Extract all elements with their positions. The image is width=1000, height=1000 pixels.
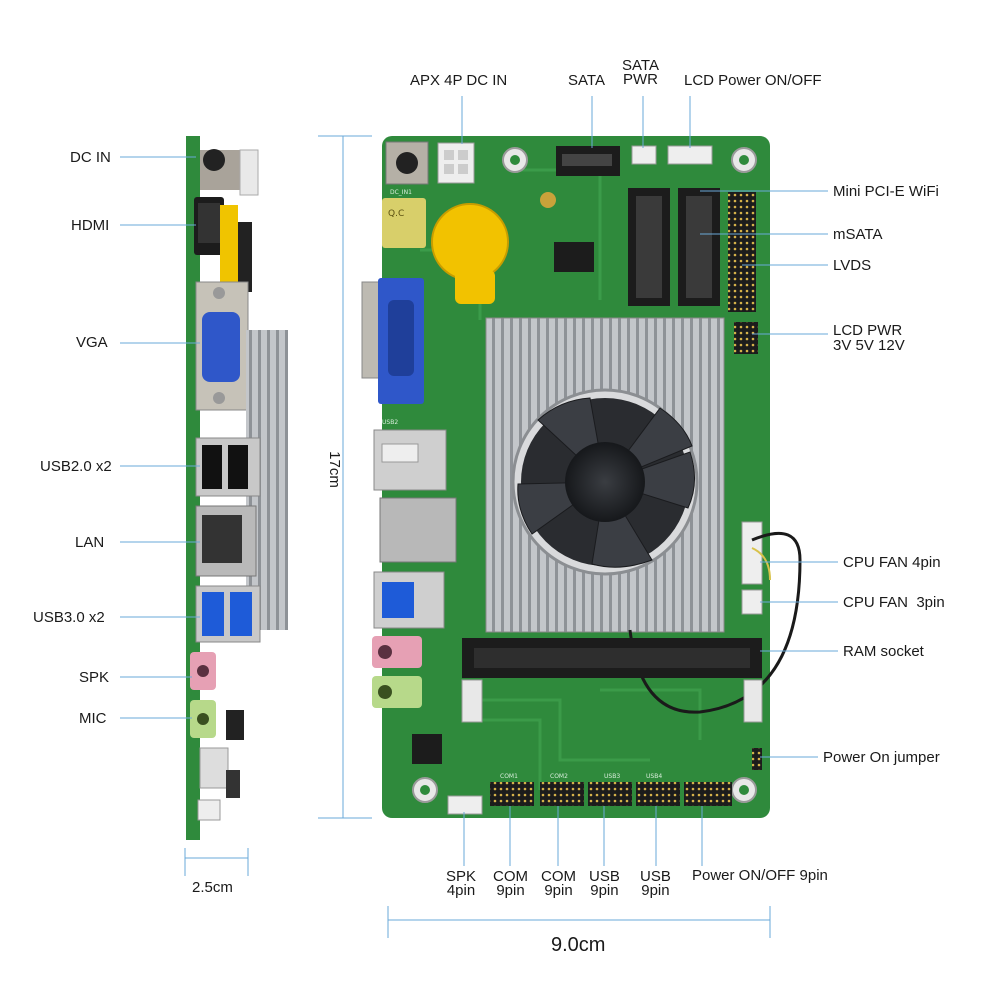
label-msata: mSATA [833, 226, 883, 243]
side-view-board [186, 136, 288, 840]
label-usb2: USB2.0 x2 [40, 458, 112, 475]
label-com1-line1: COM [493, 868, 528, 885]
thickness-dimension [184, 848, 249, 876]
label-usb-9pin-1: USB 9pin [589, 868, 620, 899]
board-top-view [361, 136, 802, 818]
label-hdmi: HDMI [71, 217, 110, 234]
silk-usb4: USB4 [646, 773, 662, 780]
label-usb-9pin-1-line2: 9pin [590, 882, 619, 899]
label-cpu-fan3: CPU FAN 3pin [843, 594, 945, 611]
label-dc-in: DC IN [70, 149, 111, 166]
label-cpu-fan4: CPU FAN 4pin [843, 554, 941, 571]
label-lvds: LVDS [833, 257, 872, 274]
label-power-jumper: Power On jumper [823, 749, 940, 766]
silk-com2: COM2 [550, 773, 568, 780]
label-usb-9pin-2-line2: 9pin [641, 882, 670, 899]
label-com2-line1: COM [541, 868, 576, 885]
label-com1: COM 9pin [493, 868, 528, 899]
label-mini-pcie: Mini PCI-E WiFi [833, 183, 939, 200]
label-spk-4pin-line1: SPK [446, 868, 477, 885]
silk-usb2: USB2 [382, 419, 398, 426]
label-vga: VGA [76, 334, 108, 351]
label-usb-9pin-2-line1: USB [640, 868, 671, 885]
label-mic: MIC [79, 710, 107, 727]
label-sata-pwr: SATA PWR [622, 57, 659, 88]
label-spk: SPK [79, 669, 110, 686]
label-lcd-pwr-line2: 3V 5V 12V [833, 337, 905, 354]
label-ram-socket: RAM socket [843, 643, 924, 660]
label-sata-pwr-line2: PWR [622, 71, 658, 88]
width-dimension [387, 906, 771, 938]
label-spk-4pin: SPK 4pin [446, 868, 477, 899]
silk-qc: Q.C [388, 209, 404, 219]
label-spk-4pin-line2: 4pin [446, 882, 476, 899]
label-sata: SATA [568, 72, 605, 89]
silk-dc-in: DC_IN1 [390, 189, 412, 196]
label-usb-9pin-1-line1: USB [589, 868, 620, 885]
label-com2-line2: 9pin [544, 882, 573, 899]
label-apx-dc-in: APX 4P DC IN [410, 72, 508, 89]
label-com2: COM 9pin [541, 868, 576, 899]
label-lcd-pwr: LCD PWR 3V 5V 12V [833, 323, 905, 353]
label-usb3: USB3.0 x2 [33, 609, 105, 626]
label-usb-9pin-2: USB 9pin [640, 868, 671, 899]
silk-usb3: USB3 [604, 773, 620, 780]
label-com1-line2: 9pin [496, 882, 525, 899]
label-lan: LAN [75, 534, 105, 551]
label-thickness: 2.5cm [192, 879, 233, 896]
label-lcd-power: LCD Power ON/OFF [684, 72, 822, 89]
silk-com1: COM1 [500, 773, 518, 780]
label-power-onoff: Power ON/OFF 9pin [692, 867, 828, 884]
label-width: 9.0cm [551, 934, 606, 956]
label-sata-pwr-line1: SATA [622, 57, 659, 74]
label-lcd-pwr-line1: LCD PWR [833, 322, 903, 339]
label-height: 17cm [325, 451, 343, 488]
height-dimension [318, 135, 372, 819]
